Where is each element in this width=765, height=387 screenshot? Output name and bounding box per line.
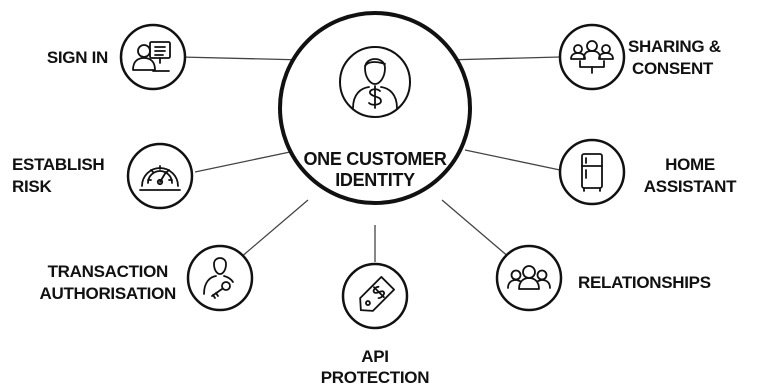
- user-screen-icon: [132, 41, 171, 72]
- node-transaction-authorisation: TRANSACTION AUTHORISATION: [40, 244, 254, 312]
- node-circle-establish-risk: [126, 142, 194, 210]
- user-key-icon: [203, 257, 234, 299]
- label-home-1: HOME: [665, 155, 715, 174]
- connectors: [179, 56, 561, 262]
- label-relationships: RELATIONSHIPS: [578, 273, 711, 292]
- node-circle-home-assistant: [558, 138, 626, 206]
- node-home-assistant: HOME ASSISTANT: [558, 138, 737, 206]
- connector-establish-risk: [194, 151, 291, 173]
- node-sign-in: SIGN IN: [47, 23, 187, 91]
- price-tag-icon: [359, 276, 395, 312]
- node-circle-sharing-consent: [558, 23, 626, 91]
- gauge-icon: [139, 165, 181, 191]
- node-establish-risk: ESTABLISH RISK: [12, 142, 194, 210]
- label-establish-risk-2: RISK: [12, 177, 52, 196]
- label-transaction-1: TRANSACTION: [48, 262, 168, 281]
- connector-relationships: [441, 199, 511, 259]
- connector-sharing-consent: [444, 56, 561, 61]
- node-circle-sign-in: [119, 23, 187, 91]
- group-icon: [507, 265, 551, 290]
- label-sharing-1: SHARING &: [628, 37, 721, 56]
- node-relationships: RELATIONSHIPS: [495, 244, 711, 312]
- connector-home-assistant: [464, 149, 561, 171]
- hub: ONE CUSTOMER IDENTITY: [278, 11, 472, 205]
- customer-dollar-icon: [339, 46, 411, 118]
- label-sign-in: SIGN IN: [47, 48, 108, 67]
- node-circle-transaction-authorisation: [186, 244, 254, 312]
- connector-transaction-authorisation: [239, 199, 309, 259]
- hub-label-line1: ONE CUSTOMER: [303, 149, 446, 169]
- node-api-protection: API PROTECTION: [321, 262, 430, 387]
- node-sharing-consent: SHARING & CONSENT: [558, 23, 721, 91]
- fridge-icon: [581, 153, 603, 192]
- label-api-2: PROTECTION: [321, 368, 429, 387]
- hub-label-line2: IDENTITY: [335, 170, 415, 190]
- connector-sign-in: [179, 56, 306, 61]
- label-api-1: API: [361, 347, 388, 366]
- label-establish-risk-1: ESTABLISH: [12, 155, 104, 174]
- label-transaction-2: AUTHORISATION: [40, 284, 177, 303]
- people-share-icon: [570, 40, 614, 74]
- label-home-2: ASSISTANT: [644, 177, 737, 196]
- label-sharing-2: CONSENT: [632, 59, 714, 78]
- node-circle-api-protection: [341, 262, 409, 330]
